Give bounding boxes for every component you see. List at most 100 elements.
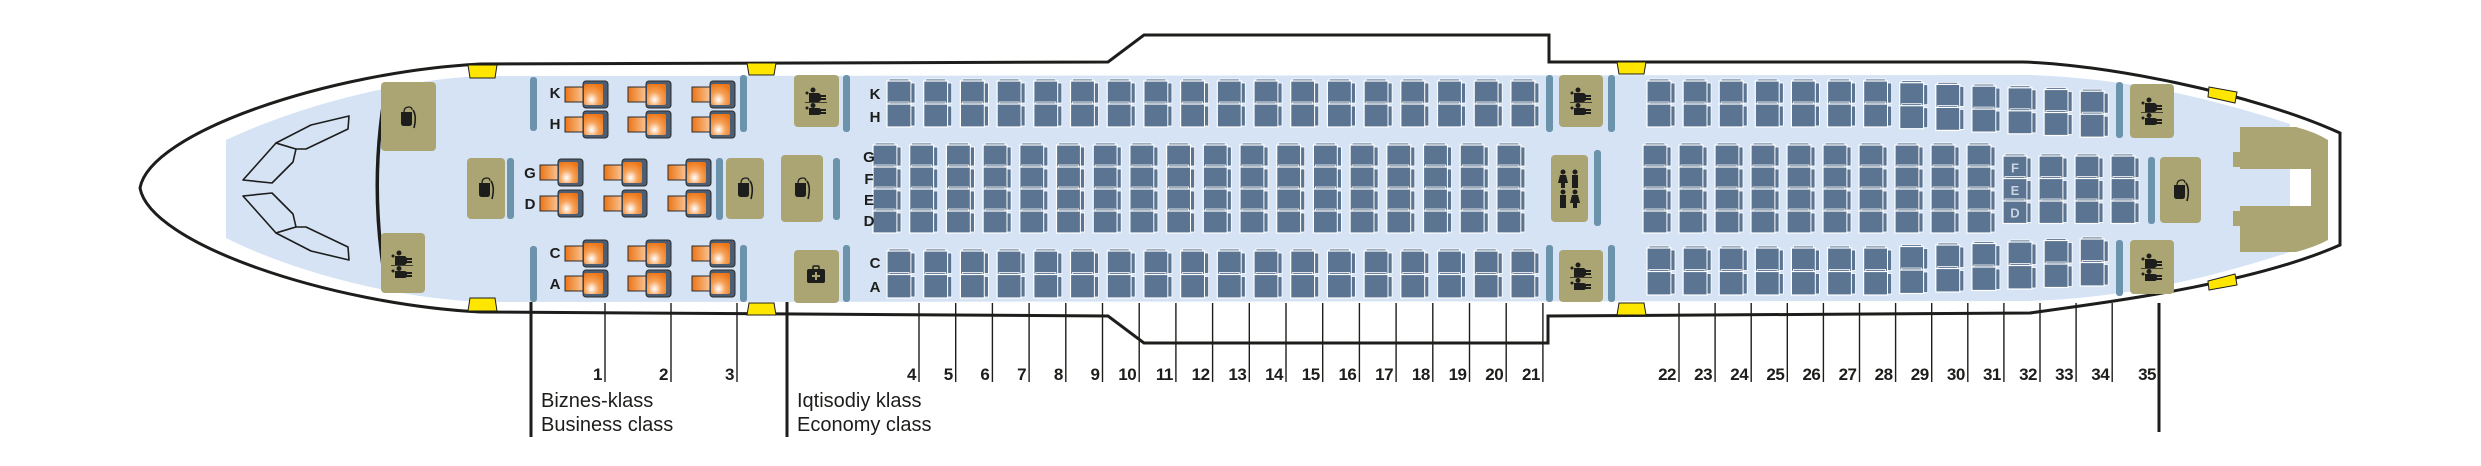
economy-seat-25E[interactable]	[1750, 186, 1780, 212]
exit-door-3-right[interactable]	[1616, 302, 1647, 316]
economy-seat-19H[interactable]	[1436, 101, 1466, 128]
economy-seat-30E[interactable]	[1930, 186, 1960, 212]
economy-seat-24C[interactable]	[1718, 245, 1748, 273]
economy-seat-20F[interactable]	[1459, 164, 1489, 190]
economy-seat-20H[interactable]	[1473, 101, 1503, 128]
economy-seat-16G[interactable]	[1312, 142, 1342, 168]
economy-seat-32C[interactable]	[2007, 239, 2037, 267]
economy-seat-30D[interactable]	[1930, 208, 1960, 234]
economy-seat-16D[interactable]	[1312, 208, 1342, 234]
economy-seat-21H[interactable]	[1510, 101, 1540, 128]
economy-seat-21D[interactable]	[1496, 208, 1526, 234]
economy-seat-4D[interactable]	[872, 208, 902, 234]
economy-seat-14C[interactable]	[1253, 248, 1283, 276]
economy-seat-22K[interactable]	[1646, 78, 1676, 105]
economy-seat-17C[interactable]	[1363, 248, 1393, 276]
business-seat-1K[interactable]	[564, 80, 609, 109]
economy-seat-15H[interactable]	[1290, 101, 1320, 128]
economy-seat-31C[interactable]	[1971, 241, 2001, 268]
economy-seat-23G[interactable]	[1678, 142, 1708, 168]
economy-seat-30F[interactable]	[1930, 164, 1960, 190]
economy-seat-23D[interactable]	[1678, 208, 1708, 234]
exit-door-1-left[interactable]	[467, 64, 498, 79]
business-seat-2H[interactable]	[627, 110, 672, 139]
economy-seat-13H[interactable]	[1216, 101, 1246, 128]
economy-seat-27H[interactable]	[1826, 101, 1856, 128]
business-seat-3A[interactable]	[691, 269, 736, 298]
economy-seat-7G[interactable]	[982, 142, 1012, 168]
economy-seat-8C[interactable]	[1033, 248, 1063, 276]
economy-seat-33F[interactable]	[2038, 153, 2068, 180]
economy-seat-4A[interactable]	[886, 272, 916, 299]
economy-seat-26G[interactable]	[1786, 142, 1816, 168]
economy-seat-19E[interactable]	[1422, 186, 1452, 212]
economy-seat-22F[interactable]	[1642, 164, 1672, 190]
economy-seat-24G[interactable]	[1714, 142, 1744, 168]
economy-seat-34D[interactable]	[2074, 198, 2104, 225]
economy-seat-27F[interactable]	[1822, 164, 1852, 190]
economy-seat-12G[interactable]	[1165, 142, 1195, 168]
economy-seat-15K[interactable]	[1290, 78, 1320, 105]
economy-seat-14F[interactable]	[1239, 164, 1269, 190]
economy-seat-8E[interactable]	[1019, 186, 1049, 212]
economy-seat-7H[interactable]	[996, 101, 1026, 128]
economy-seat-22C[interactable]	[1646, 245, 1676, 273]
economy-seat-28G[interactable]	[1858, 142, 1888, 168]
economy-seat-5G[interactable]	[909, 142, 939, 168]
economy-seat-19A[interactable]	[1436, 272, 1466, 299]
economy-seat-33H[interactable]	[2043, 110, 2073, 137]
economy-seat-25G[interactable]	[1750, 142, 1780, 168]
economy-seat-6G[interactable]	[945, 142, 975, 168]
economy-seat-28F[interactable]	[1858, 164, 1888, 190]
economy-seat-19C[interactable]	[1436, 248, 1466, 276]
economy-seat-27K[interactable]	[1826, 78, 1856, 105]
economy-seat-33E[interactable]	[2038, 176, 2068, 202]
economy-seat-13K[interactable]	[1216, 78, 1246, 105]
economy-seat-15F[interactable]	[1276, 164, 1306, 190]
exit-door-2-right[interactable]	[746, 302, 777, 316]
economy-seat-16A[interactable]	[1326, 272, 1356, 299]
economy-seat-14A[interactable]	[1253, 272, 1283, 299]
business-seat-2C[interactable]	[627, 239, 672, 268]
economy-seat-24E[interactable]	[1714, 186, 1744, 212]
business-seat-2A[interactable]	[627, 269, 672, 298]
economy-seat-23C[interactable]	[1682, 245, 1712, 273]
economy-seat-25C[interactable]	[1754, 245, 1784, 273]
economy-seat-12A[interactable]	[1179, 272, 1209, 299]
economy-seat-14D[interactable]	[1239, 208, 1269, 234]
economy-seat-17E[interactable]	[1349, 186, 1379, 212]
economy-seat-10G[interactable]	[1092, 142, 1122, 168]
economy-seat-10C[interactable]	[1106, 248, 1136, 276]
business-seat-2K[interactable]	[627, 80, 672, 109]
economy-seat-10A[interactable]	[1106, 272, 1136, 299]
economy-seat-6H[interactable]	[959, 101, 989, 128]
economy-seat-23A[interactable]	[1682, 269, 1712, 296]
economy-seat-27C[interactable]	[1826, 245, 1856, 273]
economy-seat-8F[interactable]	[1019, 164, 1049, 190]
economy-seat-11F[interactable]	[1129, 164, 1159, 190]
economy-seat-26F[interactable]	[1786, 164, 1816, 190]
economy-seat-21F[interactable]	[1496, 164, 1526, 190]
economy-seat-5D[interactable]	[909, 208, 939, 234]
economy-seat-28K[interactable]	[1862, 78, 1892, 105]
economy-seat-20E[interactable]	[1459, 186, 1489, 212]
exit-door-4-left[interactable]	[2207, 86, 2238, 104]
economy-seat-10D[interactable]	[1092, 208, 1122, 234]
economy-seat-18A[interactable]	[1400, 272, 1430, 299]
economy-seat-17D[interactable]	[1349, 208, 1379, 234]
economy-seat-26D[interactable]	[1786, 208, 1816, 234]
economy-seat-30K[interactable]	[1935, 82, 1965, 109]
economy-seat-5K[interactable]	[923, 78, 953, 105]
economy-seat-4C[interactable]	[886, 248, 916, 276]
economy-seat-8A[interactable]	[1033, 272, 1063, 299]
economy-seat-9G[interactable]	[1055, 142, 1085, 168]
economy-seat-26H[interactable]	[1790, 101, 1820, 128]
economy-seat-31K[interactable]	[1971, 83, 2001, 110]
exit-door-1-right[interactable]	[467, 297, 498, 312]
economy-seat-33C[interactable]	[2043, 238, 2073, 265]
economy-seat-13F[interactable]	[1202, 164, 1232, 190]
economy-seat-10F[interactable]	[1092, 164, 1122, 190]
exit-door-3-left[interactable]	[1616, 61, 1647, 75]
economy-seat-29D[interactable]	[1894, 208, 1924, 234]
economy-seat-8H[interactable]	[1033, 101, 1063, 128]
